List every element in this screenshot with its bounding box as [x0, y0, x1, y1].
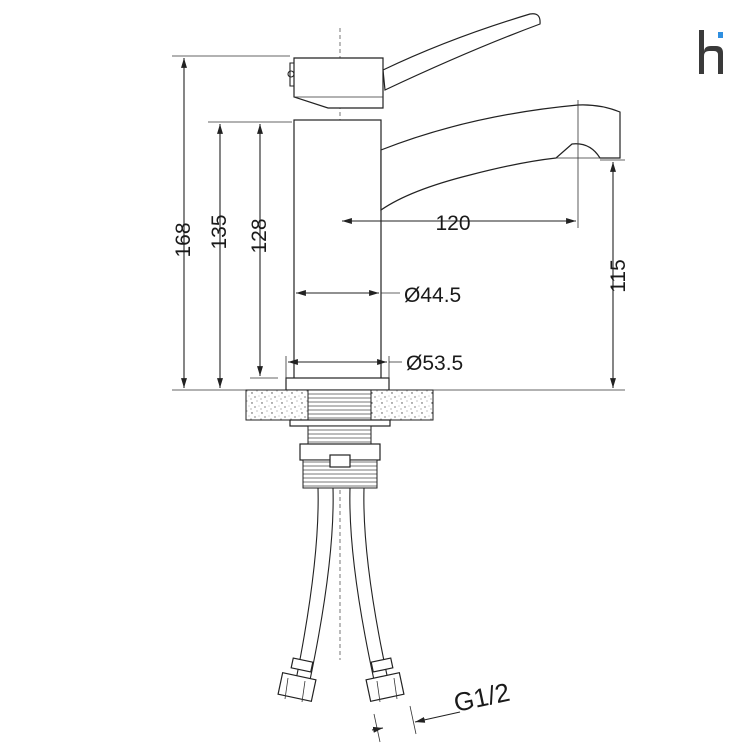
- extension-lines: [172, 55, 625, 391]
- thread-callout: [371, 705, 461, 743]
- dim-label-spout-reach: 120: [435, 212, 470, 235]
- dim-label-spout-height: 115: [607, 259, 630, 292]
- base-flange: [285, 377, 390, 391]
- faucet-body: [293, 119, 382, 391]
- dim-label-base-diameter: Ø53.5: [406, 352, 463, 375]
- spout: [380, 104, 621, 212]
- dim-label-total-height: 168: [172, 222, 195, 257]
- h-logo: [699, 30, 723, 74]
- dim-label-thread: G1/2: [451, 677, 512, 718]
- countertop-section: [245, 389, 434, 421]
- dim-label-body-height-handle: 135: [208, 214, 231, 249]
- dim-label-body-height: 128: [248, 218, 271, 253]
- dim-label-body-diameter: Ø44.5: [404, 284, 461, 307]
- flexible-hoses: [277, 487, 405, 703]
- lever-handle: [287, 13, 541, 109]
- threaded-shank: [289, 389, 391, 489]
